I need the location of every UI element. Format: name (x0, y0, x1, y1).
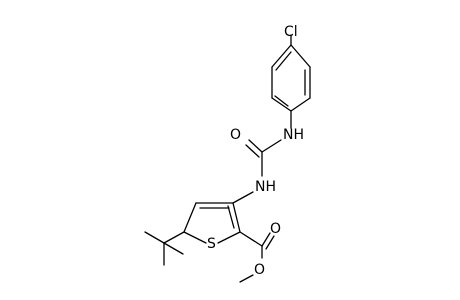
chlorophenyl-ring (271, 44, 311, 112)
bond (163, 231, 185, 244)
bond (271, 44, 292, 68)
bond-c-o-double (248, 139, 263, 153)
bond-double-inner (275, 51, 292, 71)
atom-labels: Cl NH O NH S O O (207, 24, 304, 278)
bond-nh-thiophene (232, 191, 254, 204)
bond-c-o-double (261, 232, 271, 247)
bond (239, 231, 263, 247)
bond-double-inner (227, 205, 235, 229)
amide-nh-ring-label: NH (255, 179, 276, 195)
bond (290, 97, 311, 112)
thiophene-ring (183, 202, 241, 244)
carbonyl-o-urea-label: O (230, 127, 241, 143)
bond (163, 242, 184, 255)
bond-c-o-double-2 (265, 235, 275, 250)
bond (271, 97, 292, 112)
chlorine-label: Cl (284, 24, 298, 40)
bond-o-methyl (239, 274, 254, 283)
bond (290, 44, 311, 68)
bond-nh-c (261, 139, 282, 153)
bond-c-o-double-2 (245, 144, 260, 158)
methyl-ester-group (239, 231, 275, 283)
bond (217, 231, 241, 244)
bond (232, 202, 241, 233)
amide-nh-top-label: NH (283, 127, 304, 143)
bond-double-inner (274, 95, 289, 107)
tert-butyl-group (144, 231, 185, 266)
thiophene-s-label: S (207, 236, 216, 252)
ester-ether-o-label: O (254, 262, 265, 278)
bond (144, 231, 165, 244)
ester-carbonyl-o-label: O (270, 221, 281, 237)
bond (183, 231, 207, 244)
bond (183, 202, 197, 233)
